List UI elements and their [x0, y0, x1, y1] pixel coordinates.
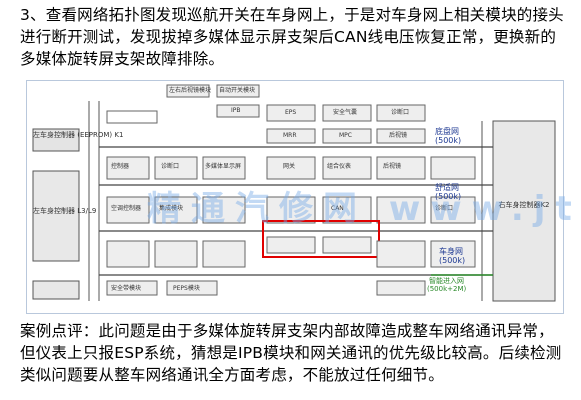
module-label: 网关 [283, 163, 296, 170]
right-ecu-box [492, 120, 556, 302]
network-label-smart-entry: 智能进入网 [429, 277, 464, 285]
module-mirror2-label: 后视镜 [389, 132, 408, 139]
module-mrr-label: MRR [283, 132, 297, 139]
module-label: 组合仪表 [327, 163, 352, 170]
left-ecu-label: 左车身控制器 L3/L9 [33, 207, 97, 215]
left-ecu-top-label: 左车身控制器 (EEPROM) K1 [33, 131, 124, 139]
topology-lines [32, 84, 556, 302]
left-ecu-box [32, 170, 80, 262]
module-label: CAN [331, 205, 344, 212]
module-label: 集成模块 [159, 205, 184, 212]
module-label: 诊断口 [161, 163, 180, 170]
module-label: PEPS模块 [173, 285, 200, 292]
module-switch-label: 自动开关模块 [219, 87, 256, 94]
network-label-body: 车身网 [439, 247, 463, 256]
network-label-chassis: 底盘网 [435, 127, 459, 136]
case-review-paragraph: 案例点评：此问题是由于多媒体旋转屏支架内部故障造成整车网络通讯异常，但仪表上只报… [20, 322, 562, 384]
case-step-paragraph: 3、查看网络拓扑图发现巡航开关在车身网上，于是对车身网上相关模块的接头进行断开测… [20, 6, 564, 68]
module-eps-label: EPS [285, 109, 297, 116]
module-mpc-label: MPC [339, 132, 352, 139]
network-topology-diagram: 左车身控制器 (EEPROM) K1 左车身控制器 L3/L9 右车身控制器K2… [26, 80, 581, 314]
network-rate-comfort: (500k) [435, 192, 462, 201]
network-rate-chassis: (500k) [435, 136, 462, 145]
module-label: 多媒体显示屏 [205, 163, 242, 170]
module-label: 控制器 [111, 163, 130, 170]
right-ecu-label: 右车身控制器K2 [498, 201, 550, 209]
module-label: 安全带模块 [111, 285, 142, 292]
module-mirror-label: 左右后视镜模块 [169, 87, 212, 94]
left-ecu-top-box [32, 128, 80, 152]
network-label-comfort: 舒适网 [435, 183, 459, 192]
left-bottom-box [32, 280, 80, 300]
module-airbag-label: 安全气囊 [333, 109, 358, 116]
watermark: 精通汽修网 www.jt360.com [147, 189, 581, 229]
module-label: 后视镜 [383, 163, 402, 170]
module-ipb-label: IPB [231, 107, 241, 114]
faulty-module-highlight [262, 220, 380, 258]
module-label: 空调控制器 [111, 205, 142, 212]
module-label: 诊断口 [435, 205, 454, 212]
network-rate-body: (500k) [439, 256, 466, 265]
network-rate-smart-entry: (500k+2M) [427, 285, 467, 293]
module-diag-label: 诊断口 [391, 109, 410, 116]
